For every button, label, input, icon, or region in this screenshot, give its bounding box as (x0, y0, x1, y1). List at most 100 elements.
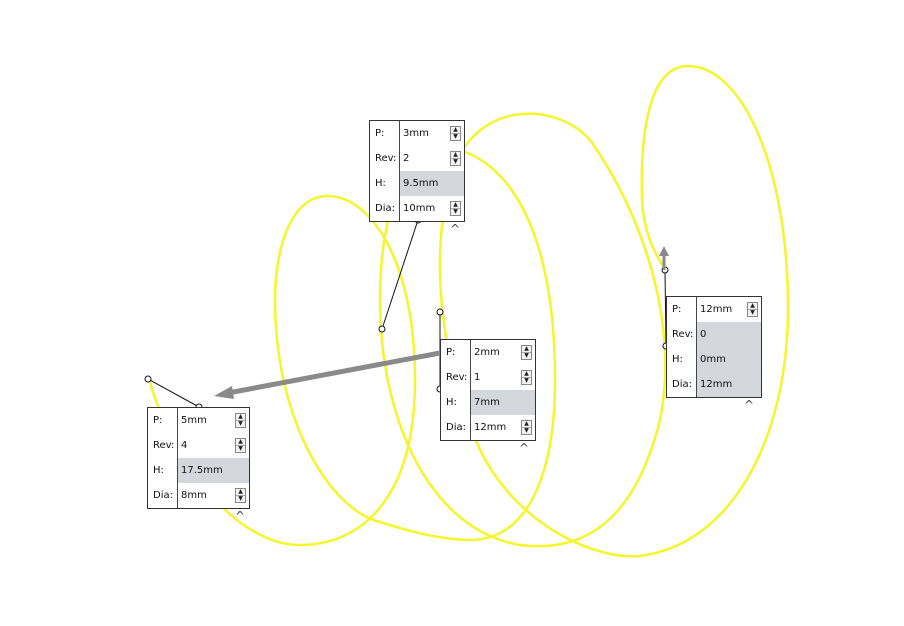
revolutions-field[interactable]: 1 ▲▼ (471, 365, 535, 390)
pitch-field[interactable]: 5mm ▲▼ (178, 408, 249, 433)
callout-c[interactable]: P: 12mm ▲▼ Rev: 0 H: 0mm Dia: 12mm (666, 296, 762, 398)
spin-up-icon[interactable]: ▲ (522, 371, 531, 378)
diameter-spinner[interactable]: ▲▼ (450, 201, 461, 216)
pitch-value: 12mm (700, 304, 733, 315)
revolutions-field[interactable]: 2 ▲▼ (400, 146, 464, 171)
chevron-up-icon[interactable]: ^ (450, 222, 461, 236)
spin-up-icon[interactable]: ▲ (236, 439, 245, 446)
diameter-label: Dia: (441, 415, 471, 440)
pitch-label: P: (370, 121, 400, 146)
height-label: H: (370, 171, 400, 196)
chevron-up-icon[interactable]: ^ (744, 398, 755, 412)
spin-down-icon[interactable]: ▼ (453, 133, 458, 140)
pitch-spinner[interactable]: ▲▼ (747, 302, 758, 317)
chevron-up-icon[interactable]: ^ (235, 509, 246, 523)
helix-curve[interactable] (148, 194, 471, 547)
height-label: H: (148, 458, 178, 483)
revolutions-label: Rev: (148, 433, 178, 458)
spin-up-icon[interactable]: ▲ (236, 489, 245, 496)
diameter-value: 8mm (181, 490, 207, 501)
pitch-label: P: (148, 408, 178, 433)
height-row: H: 7mm (441, 390, 535, 415)
handle-d-left[interactable] (144, 375, 152, 383)
revolutions-row: Rev: 0 (667, 322, 761, 347)
pitch-row: P: 5mm ▲▼ (148, 408, 249, 433)
spin-down-icon[interactable]: ▼ (524, 352, 529, 359)
pitch-spinner[interactable]: ▲▼ (521, 345, 532, 360)
spin-down-icon[interactable]: ▼ (238, 445, 243, 452)
height-label: H: (667, 347, 697, 372)
diameter-row: Dia: 12mm ▲▼ (441, 415, 535, 440)
revolutions-field[interactable]: 4 ▲▼ (178, 433, 249, 458)
spin-up-icon[interactable]: ▲ (522, 346, 531, 353)
revolutions-field: 0 (697, 322, 761, 347)
pitch-field[interactable]: 12mm ▲▼ (697, 297, 761, 322)
handle-b-top[interactable] (436, 308, 444, 316)
revolutions-spinner[interactable]: ▲▼ (450, 151, 461, 166)
revolutions-value: 2 (403, 153, 410, 164)
height-field: 0mm (697, 347, 761, 372)
diameter-row: Dia: 10mm ▲▼ (370, 196, 464, 221)
diameter-spinner[interactable]: ▲▼ (521, 420, 532, 435)
revolutions-value: 0 (700, 329, 707, 340)
diameter-field[interactable]: 8mm ▲▼ (178, 483, 249, 508)
axis-arrow-small[interactable] (659, 246, 669, 270)
spin-down-icon[interactable]: ▼ (750, 309, 755, 316)
height-value: 9.5mm (403, 178, 439, 189)
diameter-row: Dia: 8mm ▲▼ (148, 483, 249, 508)
height-value: 7mm (474, 397, 500, 408)
pitch-row: P: 2mm ▲▼ (441, 340, 535, 365)
revolutions-spinner[interactable]: ▲▼ (521, 370, 532, 385)
spin-up-icon[interactable]: ▲ (451, 152, 460, 159)
pitch-label: P: (667, 297, 697, 322)
callout-a[interactable]: P: 3mm ▲▼ Rev: 2 ▲▼ H: 9.5mm Dia: 10mm ▲… (369, 120, 465, 222)
spin-up-icon[interactable]: ▲ (522, 421, 531, 428)
leader-line-c (664, 269, 667, 347)
diameter-label: Dia: (667, 372, 697, 397)
revolutions-value: 4 (181, 440, 188, 451)
revolutions-row: Rev: 2 ▲▼ (370, 146, 464, 171)
diameter-label: Dia: (148, 483, 178, 508)
diameter-label: Dia: (370, 196, 400, 221)
diameter-row: Dia: 12mm (667, 372, 761, 397)
callout-d[interactable]: P: 5mm ▲▼ Rev: 4 ▲▼ H: 17.5mm Dia: 8mm ▲… (147, 407, 250, 509)
spin-up-icon[interactable]: ▲ (451, 127, 460, 134)
axis-arrow[interactable] (214, 350, 443, 399)
spin-down-icon[interactable]: ▼ (524, 427, 529, 434)
pitch-field[interactable]: 3mm ▲▼ (400, 121, 464, 146)
chevron-up-icon[interactable]: ^ (519, 441, 530, 455)
spin-down-icon[interactable]: ▼ (238, 420, 243, 427)
spin-up-icon[interactable]: ▲ (451, 202, 460, 209)
height-row: H: 0mm (667, 347, 761, 372)
revolutions-value: 1 (474, 372, 481, 383)
handle-a-bottom[interactable] (378, 325, 386, 333)
diameter-value: 12mm (700, 379, 733, 390)
callout-b[interactable]: P: 2mm ▲▼ Rev: 1 ▲▼ H: 7mm Dia: 12mm ▲▼ (440, 339, 536, 441)
spin-up-icon[interactable]: ▲ (236, 414, 245, 421)
diameter-spinner[interactable]: ▲▼ (235, 488, 246, 503)
height-value: 0mm (700, 354, 726, 365)
pitch-row: P: 12mm ▲▼ (667, 297, 761, 322)
revolutions-row: Rev: 1 ▲▼ (441, 365, 535, 390)
pitch-field[interactable]: 2mm ▲▼ (471, 340, 535, 365)
spin-down-icon[interactable]: ▼ (453, 158, 458, 165)
diameter-field[interactable]: 10mm ▲▼ (400, 196, 464, 221)
leader-line-a (381, 219, 419, 330)
revolutions-label: Rev: (667, 322, 697, 347)
diameter-field[interactable]: 12mm ▲▼ (471, 415, 535, 440)
spin-down-icon[interactable]: ▼ (453, 208, 458, 215)
diameter-value: 10mm (403, 203, 436, 214)
revolutions-spinner[interactable]: ▲▼ (235, 438, 246, 453)
pitch-label: P: (441, 340, 471, 365)
spin-down-icon[interactable]: ▼ (524, 377, 529, 384)
height-label: H: (441, 390, 471, 415)
revolutions-label: Rev: (441, 365, 471, 390)
helix-curve-3[interactable] (438, 64, 790, 558)
spin-up-icon[interactable]: ▲ (748, 303, 757, 310)
pitch-spinner[interactable]: ▲▼ (450, 126, 461, 141)
spin-down-icon[interactable]: ▼ (238, 495, 243, 502)
pitch-spinner[interactable]: ▲▼ (235, 413, 246, 428)
pitch-value: 5mm (181, 415, 207, 426)
height-row: H: 9.5mm (370, 171, 464, 196)
